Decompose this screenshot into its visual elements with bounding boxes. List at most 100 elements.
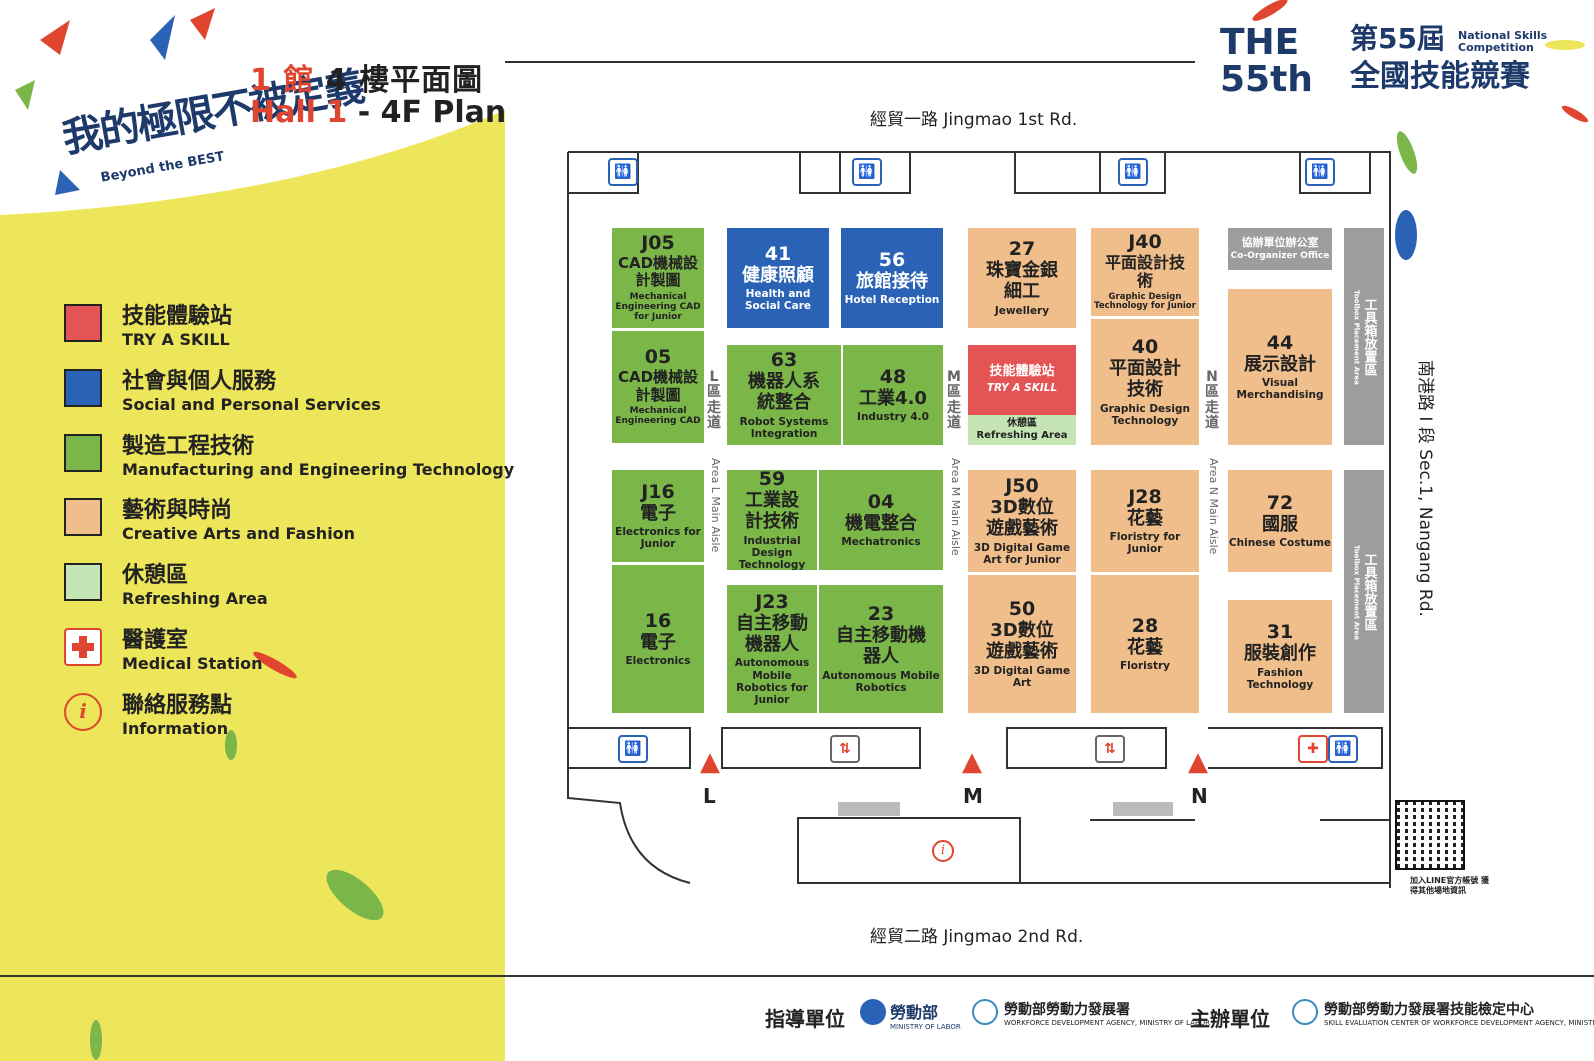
footer-host-label: 主辦單位 (1190, 1007, 1270, 1031)
legend-label-zh: 社會與個人服務 (122, 369, 277, 394)
page-title-zh: 1 館 4 樓平面圖 (250, 63, 484, 98)
road-east: 南港路 I 段 Sec.1, Nangang Rd. (1415, 360, 1435, 617)
event-logo-zh2: 全國技能競賽 (1350, 59, 1530, 94)
legend-label-en: Refreshing Area (122, 589, 268, 608)
road-north: 經貿一路 Jingmao 1st Rd. (870, 110, 1078, 130)
road-south: 經貿二路 Jingmao 2nd Rd. (870, 927, 1084, 947)
info-icon: i (64, 693, 102, 731)
line-qr-code[interactable] (1395, 800, 1465, 870)
entrance-M-arrow-icon: ▲ (962, 747, 982, 777)
entrance-L-arrow-icon: ▲ (700, 747, 720, 777)
decor-splash (90, 1020, 102, 1060)
decor-splash (1395, 210, 1417, 260)
restroom-icon: 🚻 (1118, 158, 1148, 186)
footer-guide-label: 指導單位 (765, 1007, 845, 1031)
event-logo-55th: 55th (1220, 59, 1313, 100)
legend-label-en: Medical Station (122, 654, 263, 673)
event-logo-the: THE (1220, 22, 1300, 63)
ministry-logo-icon (860, 999, 886, 1025)
footer-rule (0, 975, 1594, 977)
medical-cross-icon (64, 628, 102, 666)
legend-refreshing-area: 休憩區 Refreshing Area (62, 557, 502, 617)
legend-creative-arts: 藝術與時尚 Creative Arts and Fashion (62, 492, 502, 552)
legend-label-zh: 藝術與時尚 (122, 498, 233, 523)
qr-caption: 加入LINE官方帳號 獲得其他場地資訊 (1410, 876, 1490, 895)
legend-label-en: Manufacturing and Engineering Technology (122, 460, 515, 479)
aisle-M-label: M區走道 (947, 369, 961, 432)
skill-center-logo-icon (1292, 999, 1318, 1025)
aisle-L-label: L區走道 (707, 369, 721, 432)
header-white-curve (0, 0, 505, 215)
aisle-M-label-en: Area M Main Aisle (949, 458, 962, 556)
aisle-L-label-en: Area L Main Aisle (709, 458, 722, 553)
legend-social-services: 社會與個人服務 Social and Personal Services (62, 363, 502, 423)
header-rule (505, 61, 1195, 63)
restroom-icon: 🚻 (1305, 158, 1335, 186)
legend-label-en: TRY A SKILL (122, 330, 230, 349)
restroom-icon: 🚻 (618, 735, 648, 763)
info-icon[interactable]: i (932, 840, 954, 862)
legend-medical-station: 醫護室 Medical Station (62, 622, 502, 682)
legend-manufacturing: 製造工程技術 Manufacturing and Engineering Tec… (62, 428, 514, 488)
legend-swatch (64, 369, 102, 407)
entrance-L-label: L (703, 784, 716, 808)
legend-swatch (64, 304, 102, 342)
agency-logo-icon (972, 999, 998, 1025)
legend-swatch (64, 498, 102, 536)
event-logo: THE 55th 第55屆 National Skills Competitio… (1220, 20, 1590, 110)
legend-label-zh: 休憩區 (122, 563, 189, 588)
aisle-N-label-en: Area N Main Aisle (1207, 458, 1220, 555)
medical-cross-icon: ✚ (1298, 735, 1328, 763)
entrance-M-label: M (963, 784, 983, 808)
legend-label-zh: 製造工程技術 (122, 434, 255, 459)
legend-label-en: Creative Arts and Fashion (122, 524, 356, 543)
legend-label-en: Information (122, 719, 229, 738)
restroom-icon: 🚻 (852, 158, 882, 186)
event-logo-zh1: 第55屆 (1350, 22, 1445, 55)
legend-label-zh: 技能體驗站 (122, 304, 233, 329)
legend-label-zh: 醫護室 (122, 628, 189, 653)
elevator-icon: ⇅ (1095, 735, 1125, 763)
aisle-N-label: N區走道 (1205, 369, 1219, 432)
legend-information: i 聯絡服務點 Information (62, 687, 502, 747)
restroom-icon: 🚻 (1328, 735, 1358, 763)
entrance-N-label: N (1191, 784, 1208, 808)
legend-label-zh: 聯絡服務點 (122, 693, 233, 718)
elevator-icon: ⇅ (830, 735, 860, 763)
slogan-logo: 我的極限不被定義 Beyond the BEST (40, 60, 366, 200)
legend-try-a-skill: 技能體驗站 TRY A SKILL (62, 298, 502, 358)
page-title-en: Hall 1 - 4F Plan (250, 95, 507, 130)
decor-splash (1545, 40, 1585, 50)
legend-label-en: Social and Personal Services (122, 395, 381, 414)
